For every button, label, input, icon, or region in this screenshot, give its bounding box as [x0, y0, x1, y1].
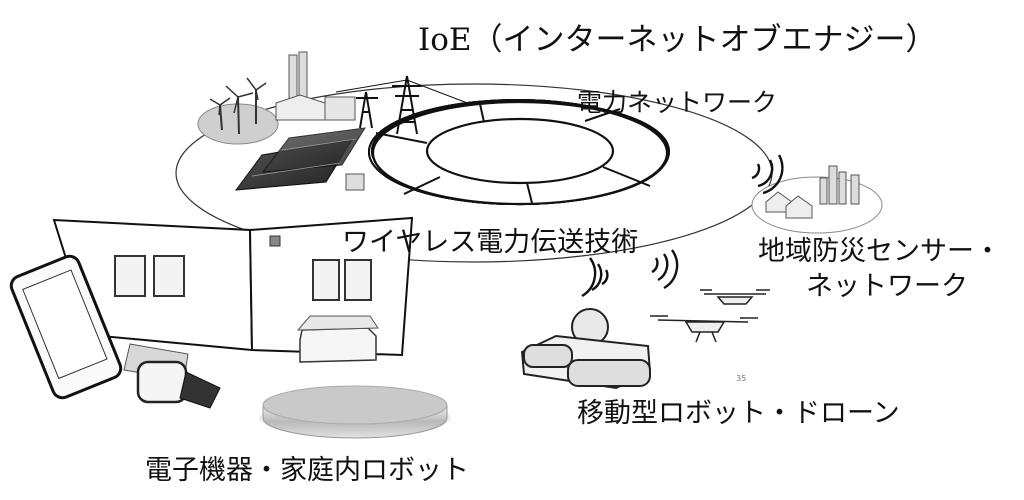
solar-panels	[234, 127, 366, 191]
transmission-towers	[335, 75, 471, 135]
power-network-label: 電力ネットワーク	[577, 88, 778, 117]
smartphone-and-watch	[9, 254, 221, 409]
power-plant	[275, 51, 356, 121]
network-segments	[368, 99, 670, 206]
mobile-robot	[520, 308, 652, 390]
wireless-power-label: ワイヤレス電力伝送技術	[342, 227, 639, 258]
mobile-robot-label: 移動型ロボット・ドローン	[577, 398, 900, 429]
sensor-network-label-line1: 地域防災センサー・	[758, 236, 1001, 267]
drones	[650, 289, 770, 343]
charging-pad	[259, 385, 451, 439]
sensor-network-label-line2: ネットワーク	[806, 271, 968, 302]
page-number: 35	[736, 374, 747, 383]
electronics-label: 電子機器・家庭内ロボット	[145, 455, 469, 486]
wind-farm	[197, 77, 279, 145]
diagram-title: IoE（インターネットオブエナジー）	[418, 22, 937, 58]
sensor-town	[751, 165, 883, 234]
